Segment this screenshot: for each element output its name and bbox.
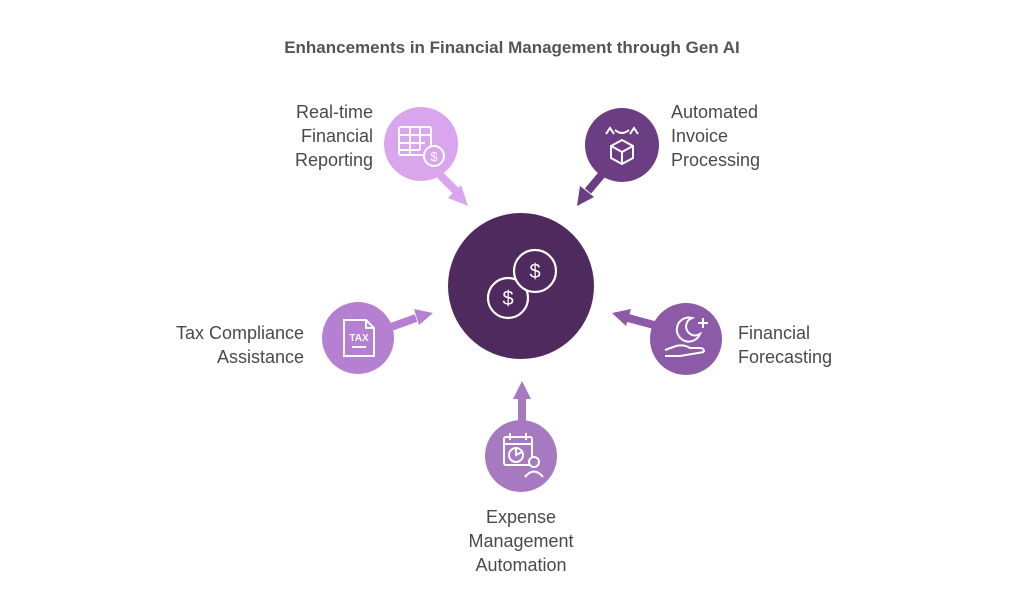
label-line: Tax Compliance xyxy=(175,323,304,343)
hand-moon-sparkle-icon xyxy=(664,316,708,357)
calendar-chart-user-icon xyxy=(503,433,544,478)
arrow-tax xyxy=(389,309,433,331)
arrow-expense xyxy=(513,381,531,424)
arrow-forecast xyxy=(612,309,656,329)
label-line: Financial xyxy=(300,126,373,146)
label-line: Invoice xyxy=(671,126,729,146)
node-invoice xyxy=(585,108,659,182)
center-node: $ $ xyxy=(448,213,594,359)
label-line: Real-time xyxy=(295,102,373,122)
node-tax: TAX xyxy=(322,302,394,374)
label-forecast: Financial Forecasting xyxy=(738,321,888,369)
label-invoice: Automated Invoice Processing xyxy=(671,100,821,172)
spreadsheet-dollar-icon: $ xyxy=(398,126,445,167)
label-tax: Tax Compliance Assistance xyxy=(140,321,304,369)
label-line: Automated xyxy=(671,102,759,122)
tax-document-icon: TAX xyxy=(343,319,375,357)
svg-text:$: $ xyxy=(529,261,540,283)
label-line: Assistance xyxy=(216,347,304,367)
box-processing-icon xyxy=(605,126,639,166)
label-line: Reporting xyxy=(294,150,373,170)
node-expense xyxy=(485,420,557,492)
dollar-coins-icon: $ $ xyxy=(486,248,558,320)
label-line: Automation xyxy=(475,555,567,575)
tax-icon-text: TAX xyxy=(349,333,369,344)
arrow-invoice xyxy=(577,169,608,206)
label-line: Forecasting xyxy=(738,347,833,367)
arrow-realtime xyxy=(437,172,468,206)
label-line: Expense xyxy=(485,507,557,527)
svg-text:$: $ xyxy=(502,288,513,310)
diagram-title: Enhancements in Financial Management thr… xyxy=(284,38,740,57)
svg-text:$: $ xyxy=(430,149,438,164)
label-expense: Expense Management Automation xyxy=(440,505,602,577)
label-line: Processing xyxy=(671,150,761,170)
node-forecast xyxy=(650,303,722,375)
label-realtime: Real-time Financial Reporting xyxy=(240,100,373,172)
node-realtime: $ xyxy=(384,107,458,181)
label-line: Financial xyxy=(738,323,811,343)
label-line: Management xyxy=(468,531,574,551)
